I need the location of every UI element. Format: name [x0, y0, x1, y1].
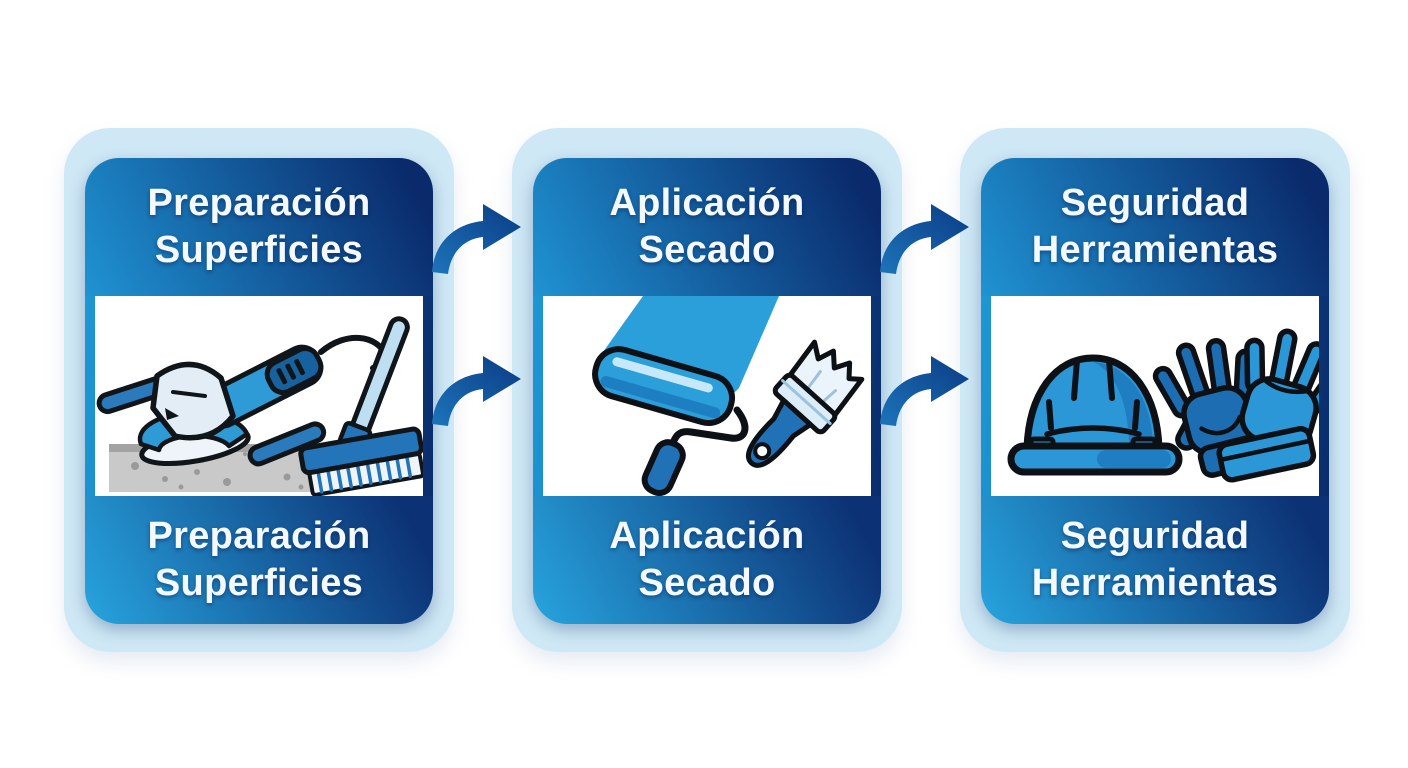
safety-gear-illustration	[1007, 328, 1319, 483]
card-footer-line2: Superficies	[154, 562, 364, 604]
curved-arrow-right-icon	[432, 204, 521, 274]
card-footer: Seguridad Herramientas	[981, 496, 1329, 624]
card-footer-line1: Aplicación	[609, 515, 805, 557]
curved-arrow-right-icon	[880, 356, 969, 426]
card-illustration-panel	[991, 296, 1319, 496]
card-header: Seguridad Herramientas	[981, 158, 1329, 296]
paint-roller-icon	[592, 346, 749, 496]
card-title-line1: Seguridad	[1060, 182, 1250, 224]
card-body: Preparación Superficies	[85, 158, 433, 624]
card-body: Seguridad Herramientas	[981, 158, 1329, 624]
card-footer-line2: Secado	[638, 562, 776, 604]
card-illustration-panel	[543, 296, 871, 496]
card-title-line2: Superficies	[154, 229, 364, 271]
card-header: Aplicación Secado	[533, 158, 881, 296]
hard-hat-icon	[1007, 354, 1183, 476]
card-footer-line1: Seguridad	[1060, 515, 1250, 557]
card-illustration-panel	[95, 296, 423, 496]
card-seguridad-herramientas: Seguridad Herramientas	[960, 128, 1350, 652]
card-media-frame	[981, 296, 1329, 496]
paint-application-illustration	[592, 296, 865, 496]
surface-prep-illustration	[96, 316, 423, 496]
card-title-line1: Preparación	[147, 182, 371, 224]
safety-gloves-icon	[1152, 328, 1319, 483]
scrub-brush-icon	[298, 316, 423, 496]
card-body: Aplicación Secado	[533, 158, 881, 624]
card-title-line1: Aplicación	[609, 182, 805, 224]
card-aplicacion-secado: Aplicación Secado	[512, 128, 902, 652]
card-title-line2: Herramientas	[1031, 229, 1279, 271]
angle-grinder-icon	[96, 335, 389, 467]
card-footer: Preparación Superficies	[85, 496, 433, 624]
card-media-frame	[533, 296, 881, 496]
card-media-frame	[85, 296, 433, 496]
card-title-line2: Secado	[638, 229, 776, 271]
card-footer-line1: Preparación	[147, 515, 371, 557]
curved-arrow-right-icon	[880, 204, 969, 274]
card-footer-line2: Herramientas	[1031, 562, 1279, 604]
paint-brush-icon	[745, 339, 865, 468]
card-footer: Aplicación Secado	[533, 496, 881, 624]
card-preparacion-superficies: Preparación Superficies	[64, 128, 454, 652]
curved-arrow-right-icon	[432, 356, 521, 426]
card-header: Preparación Superficies	[85, 158, 433, 296]
